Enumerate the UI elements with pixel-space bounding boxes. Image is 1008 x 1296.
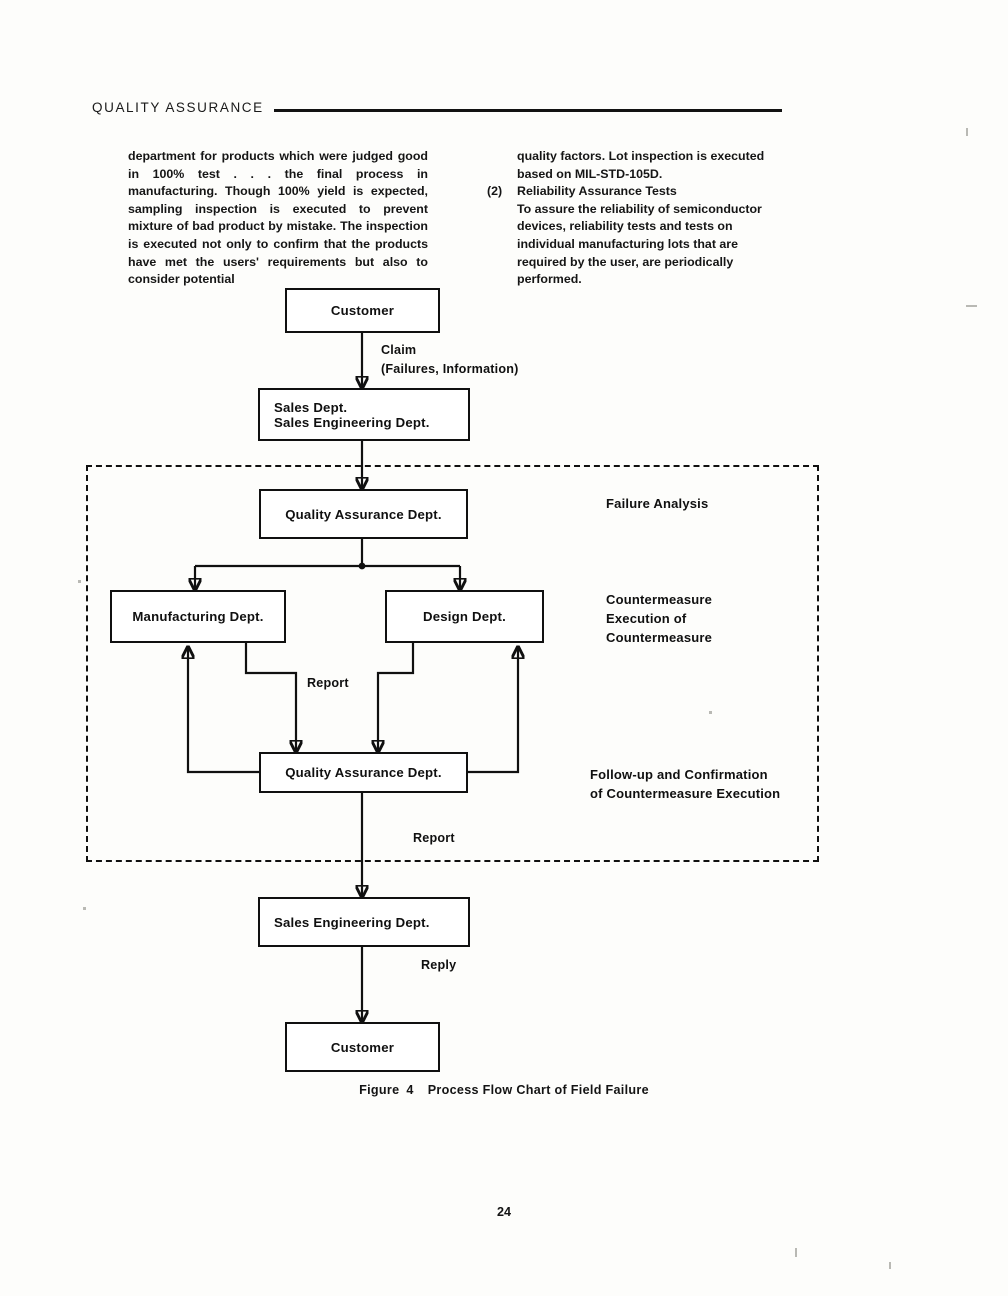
- running-head-title: QUALITY ASSURANCE: [92, 100, 264, 115]
- running-head: QUALITY ASSURANCE: [92, 100, 782, 122]
- scan-speck: [78, 580, 81, 583]
- node-sales-engineering-dept-label: Sales Engineering Dept.: [274, 914, 430, 930]
- stage-label-countermeasure-line1: Countermeasure: [606, 592, 713, 607]
- stage-label-followup-line1: Follow-up and Confirmation: [590, 767, 768, 782]
- node-design-dept[interactable]: Design Dept.: [385, 590, 544, 643]
- stage-label-followup-line2: of Countermeasure Execution: [590, 786, 781, 801]
- edge-label-report-lower: Report: [413, 831, 455, 845]
- node-customer-bottom[interactable]: Customer: [285, 1022, 440, 1072]
- scan-speck: [795, 1248, 797, 1257]
- stage-label-followup: Follow-up and Confirmation of Countermea…: [590, 765, 780, 803]
- node-qa-dept-upper-label: Quality Assurance Dept.: [285, 506, 442, 522]
- edge-label-reply: Reply: [421, 958, 457, 972]
- node-customer-top[interactable]: Customer: [285, 288, 440, 333]
- node-sales-dept-line1: Sales Dept.: [274, 399, 348, 415]
- edge-label-claim-line1: Claim: [381, 343, 417, 357]
- running-head-rule: [274, 109, 782, 112]
- edge-label-report-middle: Report: [307, 676, 349, 690]
- node-qa-dept-lower-label: Quality Assurance Dept.: [285, 765, 442, 780]
- node-manufacturing-dept-label: Manufacturing Dept.: [132, 609, 264, 624]
- body-left-column: department for products which were judge…: [128, 148, 428, 289]
- page-number: 24: [496, 1205, 511, 1219]
- list-item-2-heading: Reliability Assurance Tests: [517, 184, 677, 199]
- body-right-column: quality factors. Lot inspection is execu…: [487, 148, 785, 289]
- node-sales-engineering-dept[interactable]: Sales Engineering Dept.: [258, 897, 470, 947]
- left-column-paragraph: department for products which were judge…: [128, 149, 428, 287]
- figure-caption-number: 4: [406, 1083, 414, 1097]
- stage-label-countermeasure-line2: Execution of: [606, 611, 687, 626]
- scan-speck: [966, 305, 977, 307]
- node-manufacturing-dept[interactable]: Manufacturing Dept.: [110, 590, 286, 643]
- scan-speck: [709, 711, 712, 714]
- edge-label-claim-line2: (Failures, Information): [381, 362, 519, 376]
- stage-label-countermeasure: Countermeasure Execution of Countermeasu…: [606, 590, 712, 647]
- stage-label-countermeasure-line3: Countermeasure: [606, 630, 713, 645]
- node-qa-dept-lower[interactable]: Quality Assurance Dept.: [259, 752, 468, 793]
- figure-caption-label: Figure: [359, 1083, 400, 1097]
- node-sales-dept[interactable]: Sales Dept. Sales Engineering Dept.: [258, 388, 470, 441]
- stage-label-failure-analysis: Failure Analysis: [606, 496, 709, 511]
- node-customer-bottom-label: Customer: [330, 1039, 395, 1055]
- scan-speck: [966, 128, 968, 136]
- failure-analysis-dashed-region: [86, 465, 819, 862]
- list-item-2-body: To assure the reliability of semiconduct…: [517, 201, 762, 287]
- node-customer-top-label: Customer: [330, 303, 395, 318]
- figure-caption-title: Process Flow Chart of Field Failure: [427, 1083, 649, 1097]
- right-column-continuation: quality factors. Lot inspection is execu…: [517, 149, 765, 181]
- node-sales-dept-line2: Sales Engineering Dept.: [274, 414, 430, 430]
- edge-label-claim: Claim (Failures, Information): [381, 341, 519, 379]
- list-item-2-marker: (2): [487, 184, 503, 199]
- figure-caption: Figure 4 Process Flow Chart of Field Failu…: [0, 1083, 1008, 1097]
- scan-speck: [889, 1262, 891, 1269]
- node-design-dept-label: Design Dept.: [423, 609, 506, 624]
- scan-speck: [83, 907, 86, 910]
- node-qa-dept-upper[interactable]: Quality Assurance Dept.: [259, 489, 468, 539]
- list-item-2-title: (2) Reliability Assurance Tests: [487, 183, 785, 201]
- node-sales-dept-labels: Sales Dept. Sales Engineering Dept.: [274, 400, 430, 430]
